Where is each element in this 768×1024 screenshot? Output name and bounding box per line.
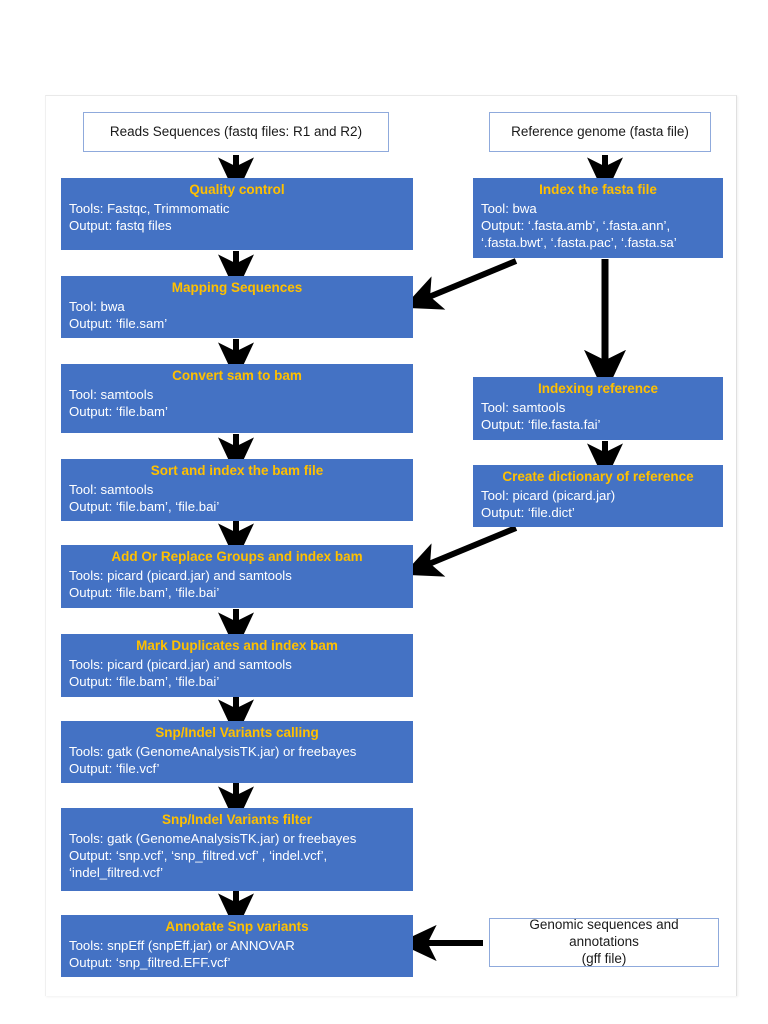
node-snp-indel-variants-calling-line-1: Tools: gatk (GenomeAnalysisTK.jar) or fr… <box>69 743 357 759</box>
edge-create-dictionary-to-add-or-replace <box>402 525 518 577</box>
node-indexing-reference-title: Indexing reference <box>537 381 659 396</box>
node-genomic-sequences-line-1: Genomic sequences and annotations <box>529 917 679 950</box>
node-sort-and-index-the-bam-file-line-1: Tool: samtools <box>69 481 154 497</box>
node-indexing-reference[interactable]: Indexing reference Tool: samtools Output… <box>473 377 723 440</box>
node-genomic-sequences-and-annotations[interactable]: Genomic sequences and annotations (gff f… <box>489 917 719 967</box>
node-create-dictionary-of-reference-line-2: Output: ‘file.dict’ <box>481 504 575 520</box>
node-index-the-fasta-file[interactable]: Index the fasta file Tool: bwa Output: ‘… <box>473 178 723 258</box>
node-convert-sam-to-bam[interactable]: Convert sam to bam Tool: samtools Output… <box>61 364 413 433</box>
node-add-or-replace-groups-and-index-bam-line-1: Tools: picard (picard.jar) and samtools <box>69 567 292 583</box>
node-reference-genome[interactable]: Reference genome (fasta file) <box>489 112 711 152</box>
node-snp-indel-variants-filter-line-1: Tools: gatk (GenomeAnalysisTK.jar) or fr… <box>69 830 357 846</box>
node-snp-indel-variants-filter-line-2: Output: ‘snp.vcf’, ‘snp_filtred.vcf’ , ‘… <box>69 847 328 881</box>
node-quality-control-line-2: Output: fastq files <box>69 217 172 233</box>
node-sort-and-index-the-bam-file-title: Sort and index the bam file <box>150 463 324 478</box>
node-index-the-fasta-file-line-2: Output: ‘.fasta.amb’, ‘.fasta.ann’, <box>481 217 671 233</box>
node-snp-indel-variants-calling-title: Snp/Indel Variants calling <box>155 725 319 740</box>
node-quality-control-title: Quality control <box>189 182 285 197</box>
node-reads-sequences[interactable]: Reads Sequences (fastq files: R1 and R2) <box>83 112 389 152</box>
node-create-dictionary-of-reference-title: Create dictionary of reference <box>502 469 694 484</box>
node-snp-indel-variants-calling-line-2: Output: ‘file.vcf’ <box>69 760 160 776</box>
node-annotate-snp-variants-line-2: Output: ‘snp_filtred.EFF.vcf’ <box>69 954 231 970</box>
node-index-the-fasta-file-line-1: Tool: bwa <box>481 200 537 216</box>
node-mapping-sequences[interactable]: Mapping Sequences Tool: bwa Output: ‘fil… <box>61 276 413 338</box>
node-add-or-replace-groups-and-index-bam-title: Add Or Replace Groups and index bam <box>111 549 363 564</box>
edge-index-fasta-to-mapping <box>402 258 518 310</box>
node-convert-sam-to-bam-line-1: Tool: samtools <box>69 386 154 402</box>
node-mapping-sequences-line-1: Tool: bwa <box>69 298 125 314</box>
node-mark-duplicates-and-index-bam-title: Mark Duplicates and index bam <box>136 638 338 653</box>
node-mark-duplicates-and-index-bam-line-1: Tools: picard (picard.jar) and samtools <box>69 656 292 672</box>
node-sort-and-index-the-bam-file-line-2: Output: ‘file.bam’, ‘file.bai’ <box>69 498 220 514</box>
node-convert-sam-to-bam-title: Convert sam to bam <box>172 368 302 383</box>
node-create-dictionary-of-reference-line-1: Tool: picard (picard.jar) <box>481 487 616 503</box>
node-index-the-fasta-file-line-3: ‘.fasta.bwt’, ‘.fasta.pac’, ‘.fasta.sa’ <box>481 235 677 251</box>
node-create-dictionary-of-reference[interactable]: Create dictionary of reference Tool: pic… <box>473 465 723 527</box>
node-annotate-snp-variants-title: Annotate Snp variants <box>165 919 309 934</box>
node-annotate-snp-variants-line-1: Tools: snpEff (snpEff.jar) or ANNOVAR <box>69 937 295 953</box>
node-add-or-replace-groups-and-index-bam[interactable]: Add Or Replace Groups and index bam Tool… <box>61 545 413 608</box>
node-reads-sequences-label: Reads Sequences (fastq files: R1 and R2) <box>109 123 363 139</box>
node-add-or-replace-groups-and-index-bam-line-2: Output: ‘file.bam’, ‘file.bai’ <box>69 584 220 600</box>
node-mark-duplicates-and-index-bam[interactable]: Mark Duplicates and index bam Tools: pic… <box>61 634 413 697</box>
node-mapping-sequences-title: Mapping Sequences <box>171 280 303 295</box>
node-genomic-sequences-line-2: (gff file) <box>581 950 627 966</box>
node-indexing-reference-line-2: Output: ‘file.fasta.fai’ <box>481 416 601 432</box>
node-reference-genome-label: Reference genome (fasta file) <box>511 123 689 139</box>
node-snp-indel-variants-filter[interactable]: Snp/Indel Variants filter Tools: gatk (G… <box>61 808 413 891</box>
node-snp-indel-variants-filter-title: Snp/Indel Variants filter <box>161 812 313 827</box>
node-indexing-reference-line-1: Tool: samtools <box>481 399 566 415</box>
node-quality-control[interactable]: Quality control Tools: Fastqc, Trimmomat… <box>61 178 413 250</box>
node-mapping-sequences-line-2: Output: ‘file.sam’ <box>69 315 168 331</box>
flowchart-canvas: Reads Sequences (fastq files: R1 and R2)… <box>46 96 736 996</box>
node-index-the-fasta-file-title: Index the fasta file <box>539 182 657 197</box>
node-annotate-snp-variants[interactable]: Annotate Snp variants Tools: snpEff (snp… <box>61 915 413 977</box>
node-quality-control-line-1: Tools: Fastqc, Trimmomatic <box>69 200 230 216</box>
node-mark-duplicates-and-index-bam-line-2: Output: ‘file.bam’, ‘file.bai’ <box>69 673 220 689</box>
node-convert-sam-to-bam-line-2: Output: ‘file.bam’ <box>69 403 168 419</box>
node-snp-indel-variants-calling[interactable]: Snp/Indel Variants calling Tools: gatk (… <box>61 721 413 783</box>
node-sort-and-index-the-bam-file[interactable]: Sort and index the bam file Tool: samtoo… <box>61 459 413 521</box>
diagram-page: Reads Sequences (fastq files: R1 and R2)… <box>45 95 737 996</box>
